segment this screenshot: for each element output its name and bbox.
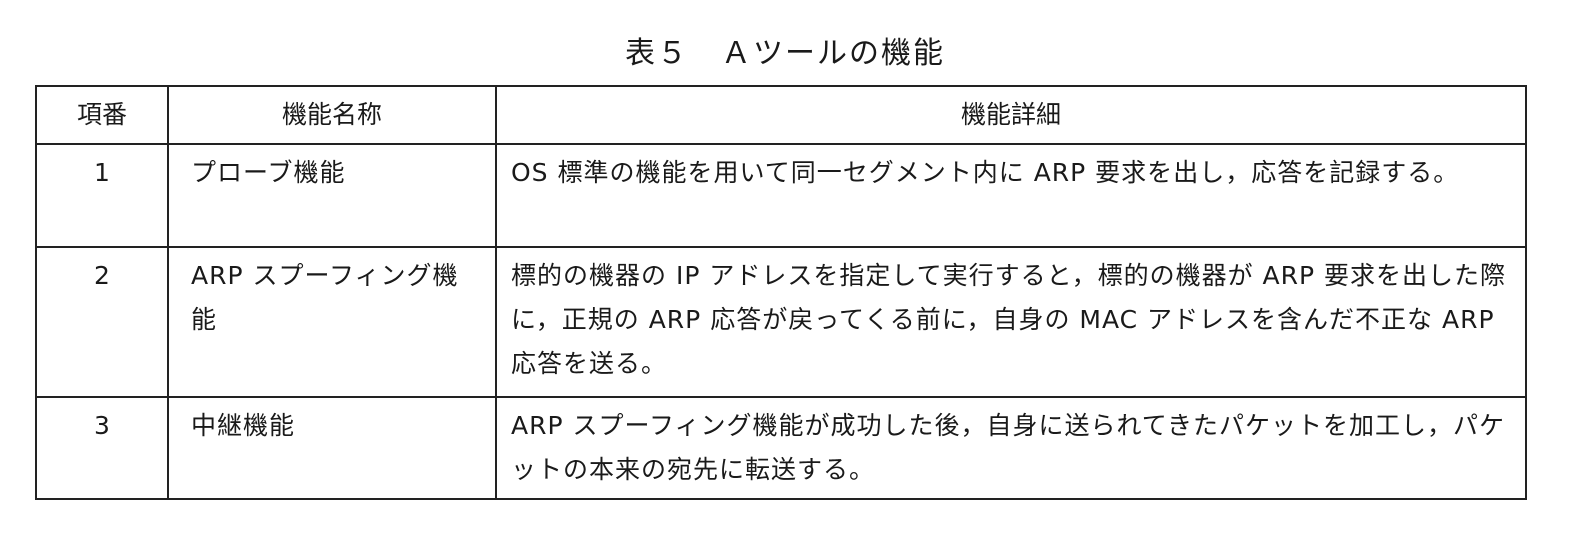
row-name: ARP スプーフィング機能 <box>167 246 497 398</box>
header-no: 項番 <box>35 85 169 145</box>
row-detail: OS 標準の機能を用いて同一セグメント内に ARP 要求を出し，応答を記録する。 <box>495 143 1527 248</box>
header-row: 項番 機能名称 機能詳細 <box>35 85 1527 145</box>
table-row: 1 プローブ機能 OS 標準の機能を用いて同一セグメント内に ARP 要求を出し… <box>35 143 1527 248</box>
header-name: 機能名称 <box>167 85 497 145</box>
row-name: プローブ機能 <box>167 143 497 248</box>
row-detail: 標的の機器の IP アドレスを指定して実行すると，標的の機器が ARP 要求を出… <box>495 246 1527 398</box>
tool-functions-table: 項番 機能名称 機能詳細 1 プローブ機能 OS 標準の機能を用いて同一セグメン… <box>35 85 1527 500</box>
table-title: 表５ Ａツールの機能 <box>625 36 945 71</box>
row-no: 1 <box>35 143 169 248</box>
row-no: 2 <box>35 246 169 398</box>
row-name: 中継機能 <box>167 396 497 500</box>
table-row: 2 ARP スプーフィング機能 標的の機器の IP アドレスを指定して実行すると… <box>35 246 1527 398</box>
row-detail: ARP スプーフィング機能が成功した後，自身に送られてきたパケットを加工し，パケ… <box>495 396 1527 500</box>
table-row: 3 中継機能 ARP スプーフィング機能が成功した後，自身に送られてきたパケット… <box>35 396 1527 500</box>
header-detail: 機能詳細 <box>495 85 1527 145</box>
row-no: 3 <box>35 396 169 500</box>
